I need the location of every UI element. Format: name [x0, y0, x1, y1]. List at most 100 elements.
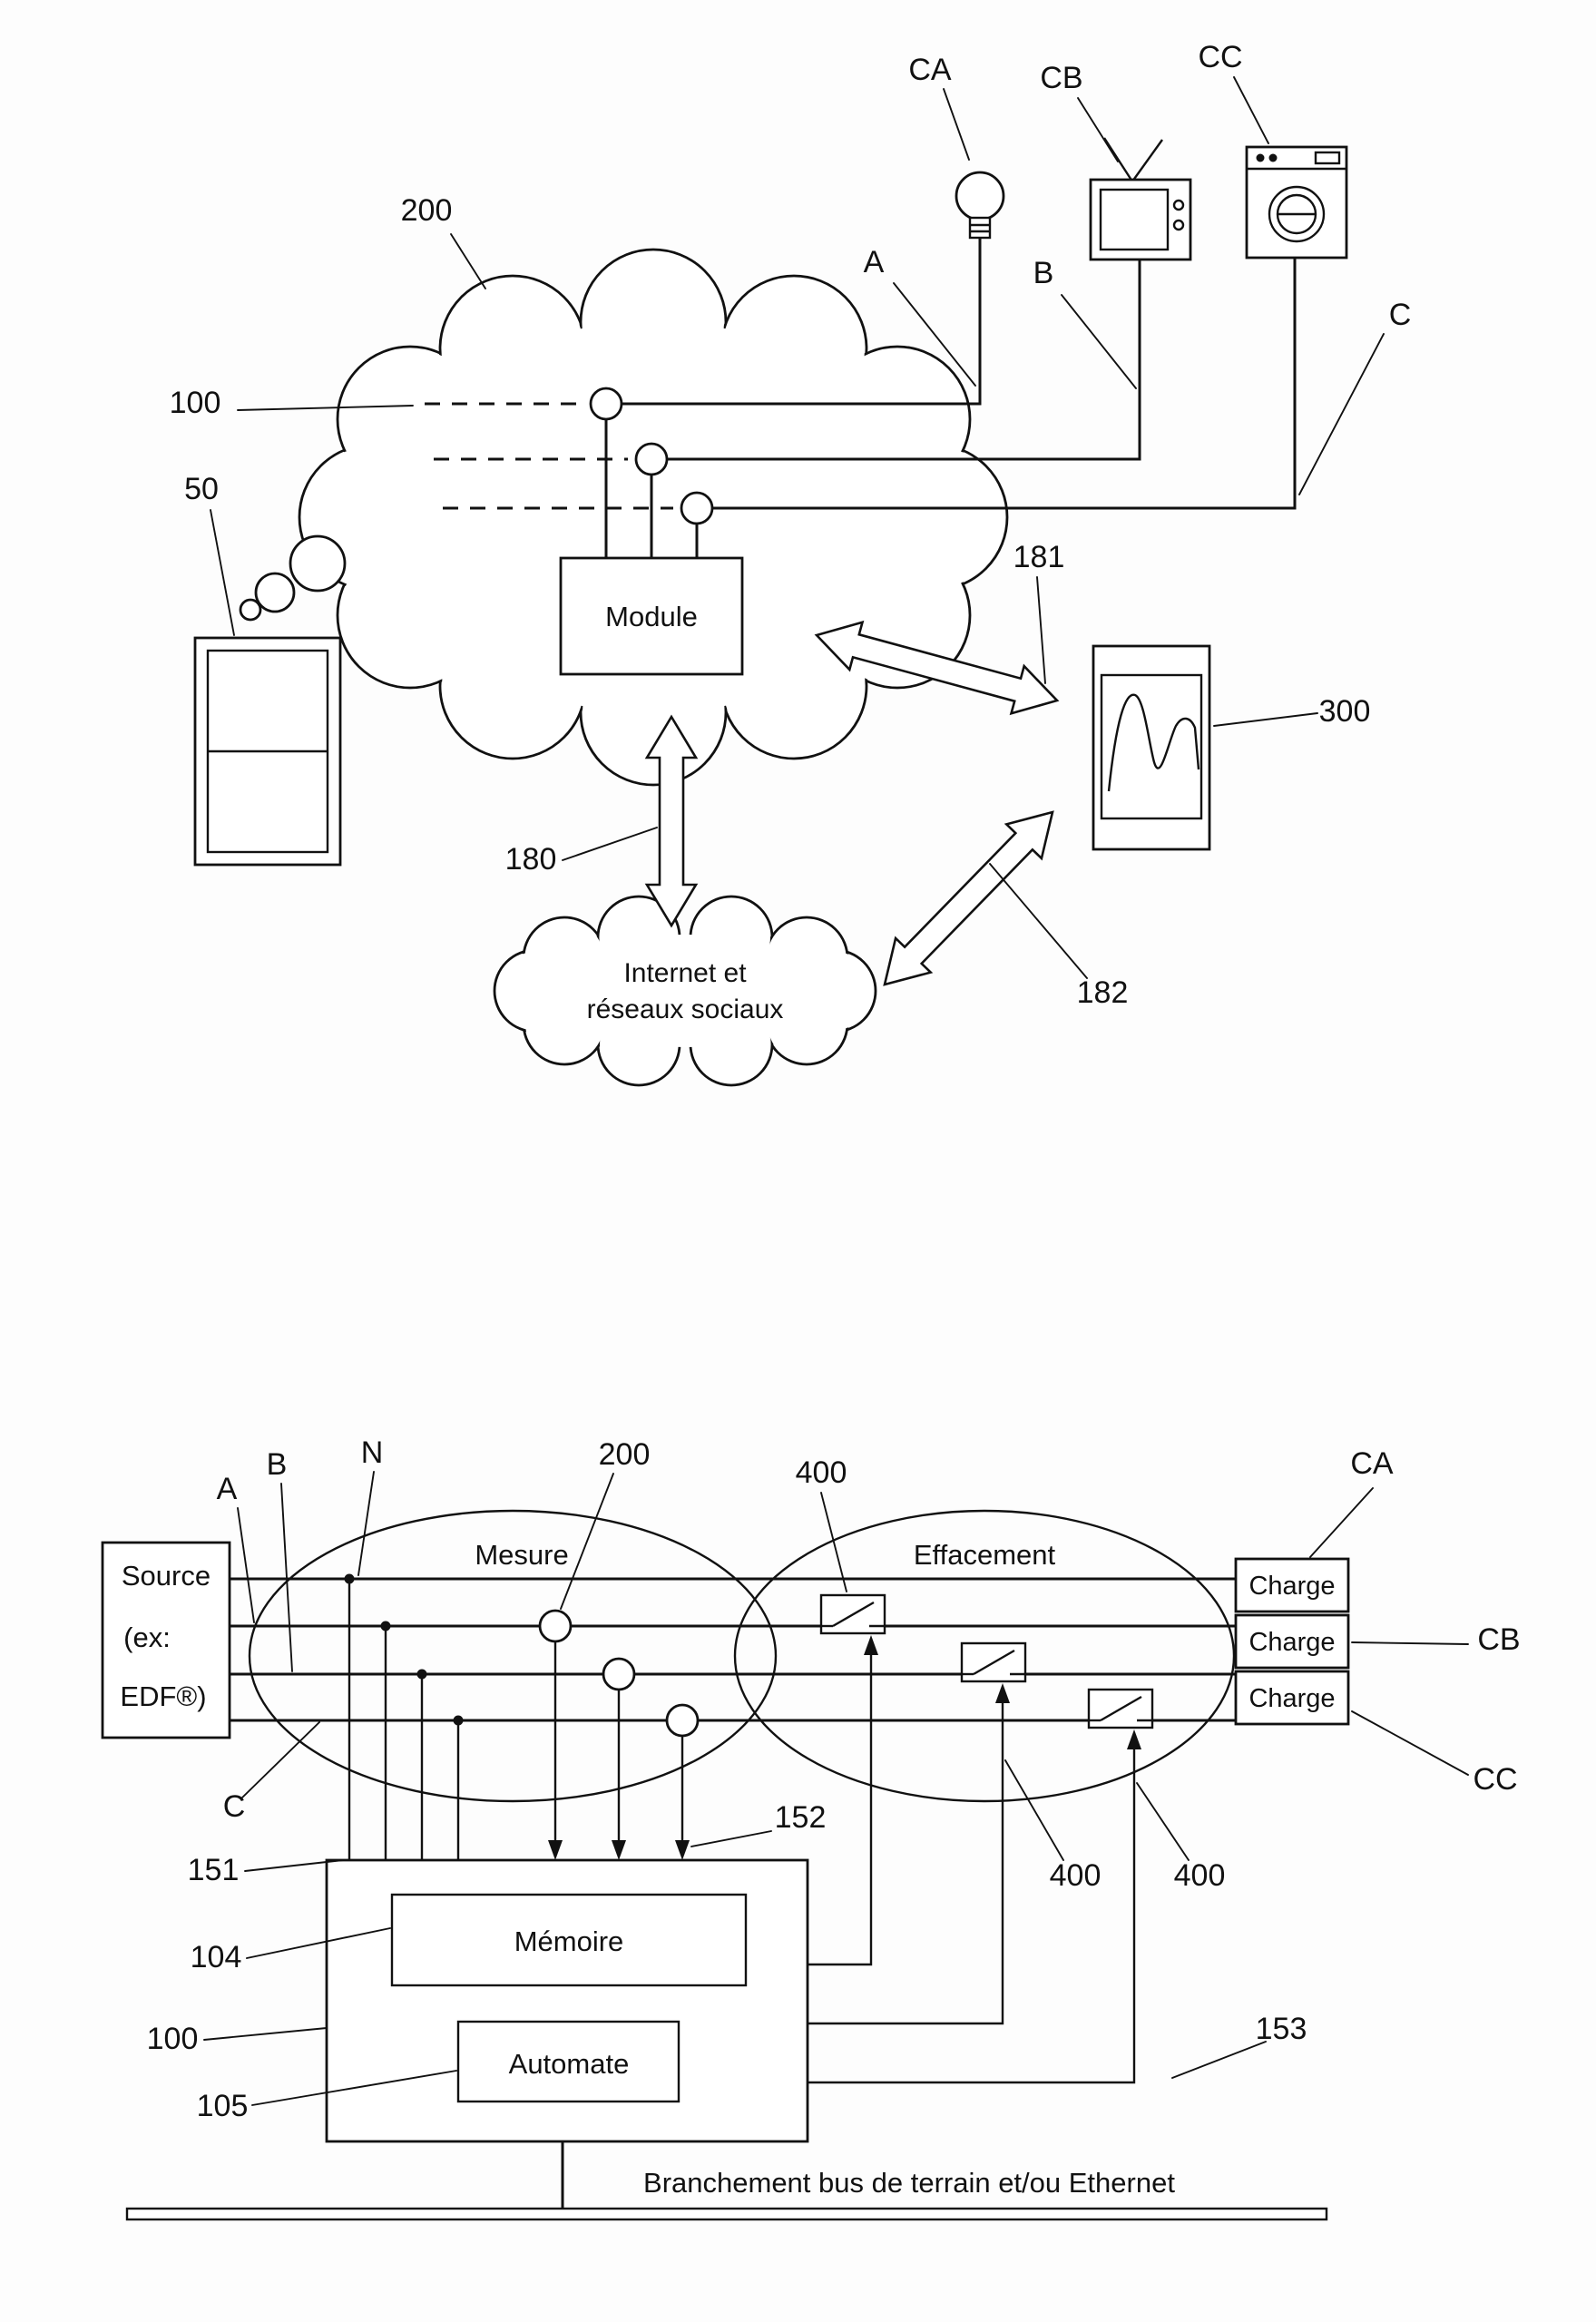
leader-182: [989, 863, 1088, 979]
label-104: 104: [191, 1940, 242, 1974]
label-100: 100: [170, 386, 221, 420]
leader-a2: [237, 1507, 255, 1623]
leader-180: [562, 827, 658, 861]
label-wire-a: A: [864, 245, 885, 279]
leader-cb: [1077, 97, 1119, 162]
label-400-top: 400: [796, 1455, 847, 1490]
arrow-181: [814, 620, 1060, 716]
label-100-fig2: 100: [147, 2022, 199, 2056]
label-wire-c2: C: [223, 1789, 246, 1824]
washer-button: [1268, 153, 1278, 162]
leader-n2: [357, 1471, 375, 1576]
control-arrowhead-b: [995, 1683, 1010, 1703]
ct-circle-a: [538, 1609, 573, 1643]
label-cc2: CC: [1473, 1762, 1517, 1797]
sensor-circle-2: [634, 442, 669, 476]
smartphone-icon: [1092, 644, 1211, 851]
charge-label-cc: Charge: [1248, 1684, 1335, 1713]
ct-arrowhead-c: [675, 1840, 690, 1860]
label-180: 180: [505, 842, 557, 877]
tv-screen: [1099, 188, 1170, 251]
meter-icon: [193, 636, 342, 867]
leader-104: [246, 1927, 391, 1959]
washer-drawer: [1314, 151, 1341, 165]
label-182: 182: [1077, 975, 1129, 1010]
mesure-label: Mesure: [475, 1539, 568, 1571]
leader-152: [690, 1830, 772, 1847]
control-arrowhead-a: [864, 1635, 878, 1655]
control-line-b: [808, 1701, 1004, 2025]
controller-box: Mémoire Automate: [325, 1858, 809, 2143]
control-line-a: [808, 1653, 873, 1966]
cloud-fill-center: [372, 322, 935, 712]
label-105: 105: [197, 2089, 249, 2123]
label-153: 153: [1256, 2012, 1307, 2046]
label-wire-c: C: [1389, 298, 1412, 332]
leader-cc2: [1351, 1710, 1469, 1776]
arrow-182: [883, 810, 1054, 986]
bubble-circle-large: [289, 534, 347, 593]
switch-c: [1087, 1688, 1154, 1729]
tv-antenna-right: [1131, 139, 1163, 182]
label-300: 300: [1319, 694, 1371, 729]
leader-105: [251, 2070, 457, 2106]
tv-icon: [1089, 137, 1192, 261]
tv-antenna-left: [1102, 137, 1134, 182]
internet-label-line2: réseaux sociaux: [587, 994, 784, 1024]
label-cc: CC: [1198, 40, 1242, 74]
label-50: 50: [184, 472, 219, 506]
leader-153: [1171, 2041, 1267, 2079]
switch-a: [819, 1593, 886, 1635]
leader-200-fig2: [560, 1473, 614, 1610]
switch-b-lever: [973, 1649, 1015, 1676]
effacement-zone: [733, 1509, 1236, 1803]
leader-100-fig2: [203, 2027, 328, 2041]
lamp-base: [968, 216, 992, 240]
leader-b: [1061, 294, 1137, 389]
leader-ca: [943, 88, 970, 161]
charge-box-cc: [1234, 1670, 1350, 1726]
leader-100: [237, 405, 414, 411]
leader-cc: [1233, 76, 1269, 144]
bubble-circle-small: [239, 598, 262, 622]
charge-label-cb: Charge: [1248, 1628, 1335, 1657]
label-400-mid: 400: [1050, 1858, 1102, 1893]
ct-arrowhead-a: [548, 1840, 563, 1860]
leader-400-mid: [1004, 1759, 1064, 1861]
source-label-line1: Source: [122, 1560, 211, 1592]
waveform: [1107, 693, 1200, 792]
arrow-180: [644, 714, 699, 928]
charge-stack: Charge Charge Charge: [1234, 1557, 1350, 1726]
ct-circle-c: [665, 1703, 700, 1738]
leader-a: [893, 282, 976, 387]
leader-ca2: [1309, 1487, 1374, 1558]
washer-button: [1256, 153, 1265, 162]
bus-bar: [125, 2207, 1328, 2221]
washer-icon: [1245, 145, 1348, 260]
label-181: 181: [1013, 540, 1065, 574]
label-152: 152: [775, 1800, 827, 1835]
lamp-bulb: [955, 171, 1005, 221]
sensor-circle-1: [589, 387, 623, 421]
internet-label-line1: Internet et: [623, 958, 747, 988]
effacement-label: Effacement: [914, 1539, 1056, 1571]
control-arrowhead-c: [1127, 1729, 1141, 1749]
sensor-circle-3: [680, 491, 714, 525]
label-ca2: CA: [1350, 1446, 1394, 1481]
leader-181: [1036, 576, 1046, 684]
wire-c: [713, 258, 1297, 510]
bus-label: Branchement bus de terrain et/ou Etherne…: [643, 2167, 1175, 2199]
tv-knob: [1172, 219, 1185, 231]
leader-400-top: [820, 1492, 847, 1592]
label-wire-n2: N: [361, 1435, 384, 1470]
network-cloud: [298, 248, 1009, 787]
switch-a-lever: [832, 1601, 875, 1628]
charge-box-ca: [1234, 1557, 1350, 1613]
label-wire-a2: A: [217, 1472, 238, 1506]
leader-400-right: [1136, 1782, 1190, 1861]
automate-label: Automate: [509, 2048, 630, 2080]
lamp-icon: [955, 171, 1005, 240]
label-200: 200: [401, 193, 453, 228]
control-line-c: [808, 1748, 1136, 2084]
